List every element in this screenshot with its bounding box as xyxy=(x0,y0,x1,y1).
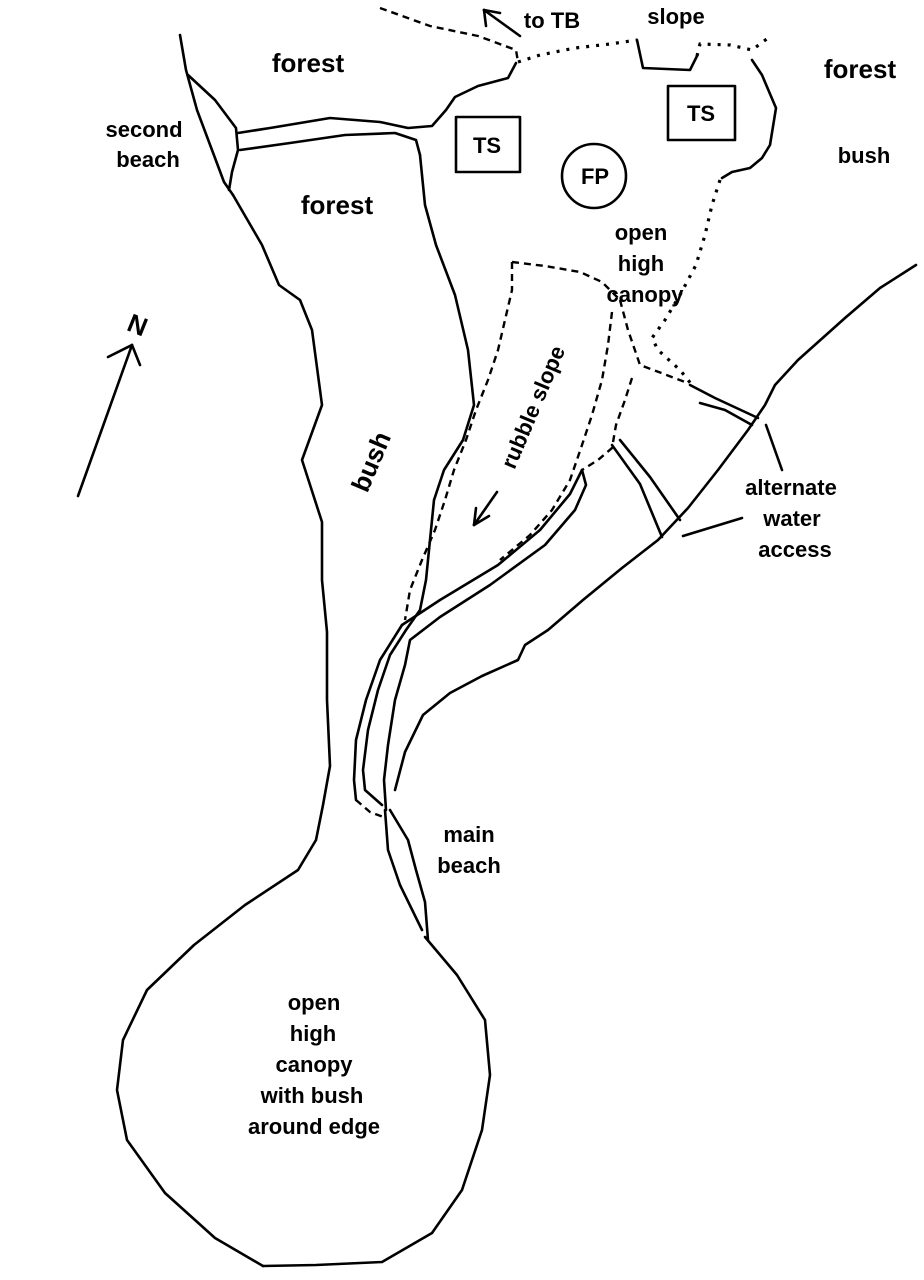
map-labels: to TB slope forest forest forest second … xyxy=(105,4,896,1139)
west-shoreline xyxy=(178,33,235,197)
rubble-slope-mid xyxy=(499,311,614,561)
alt-water-trail-east xyxy=(618,438,682,522)
label-clearing-5: around edge xyxy=(248,1114,380,1139)
alt-water-trail-north-a xyxy=(688,383,760,420)
alt-water-trail-north-b xyxy=(698,401,754,427)
campsite-northeast-edge xyxy=(695,36,769,57)
label-tent-site-right: TS xyxy=(687,101,715,126)
label-alt-water-3: access xyxy=(758,537,831,562)
label-fire-pit: FP xyxy=(581,164,609,189)
bush-east-edge xyxy=(361,153,476,807)
canopy-east-edge xyxy=(650,179,722,386)
rubble-slope-inner xyxy=(581,377,634,472)
label-forest-center: forest xyxy=(301,190,374,220)
label-bush-center: bush xyxy=(345,427,397,496)
main-beach-west xyxy=(383,808,424,932)
main-trail-west xyxy=(352,623,404,802)
label-canopy-2: high xyxy=(618,251,664,276)
bush-west-edge xyxy=(115,193,332,1268)
label-clearing-3: canopy xyxy=(275,1052,353,1077)
map-boundaries xyxy=(115,33,918,1268)
clearing-east-edge xyxy=(261,935,492,1268)
tent-site-left xyxy=(454,115,522,174)
label-tent-site-left: TS xyxy=(473,133,501,158)
main-beach-east xyxy=(388,808,430,942)
label-main-beach-2: beach xyxy=(437,853,501,878)
slope-notch xyxy=(635,38,699,72)
second-beach-trail-south xyxy=(238,131,422,157)
label-main-beach-1: main xyxy=(443,822,494,847)
alt-water-pointer-1 xyxy=(764,423,784,472)
label-rubble-slope: rubble slope xyxy=(496,342,570,472)
fire-pit xyxy=(560,142,628,210)
map-dashed-boundaries xyxy=(355,6,769,820)
main-trail-east xyxy=(382,468,588,812)
main-trail-spur xyxy=(400,468,584,627)
trail-to-tb xyxy=(379,6,520,63)
label-canopy-3: canopy xyxy=(606,282,684,307)
label-slope: slope xyxy=(647,4,704,29)
label-canopy-1: open xyxy=(615,220,668,245)
second-beach-edge xyxy=(186,73,240,192)
map-symbols xyxy=(76,8,737,527)
east-shoreline xyxy=(393,263,918,792)
label-to-tb: to TB xyxy=(524,8,580,33)
label-second-beach-1: second xyxy=(105,117,182,142)
alt-water-trail-west xyxy=(610,443,664,539)
main-beach-gap xyxy=(355,799,387,820)
east-forest-edge xyxy=(720,58,778,180)
second-beach-trail-north xyxy=(236,61,518,135)
to-tb-arrow xyxy=(482,8,522,38)
label-bush-right: bush xyxy=(838,143,891,168)
label-forest-top: forest xyxy=(272,48,345,78)
label-alt-water-2: water xyxy=(762,506,821,531)
campsite-north-edge xyxy=(517,38,638,64)
label-clearing-1: open xyxy=(288,990,341,1015)
label-second-beach-2: beach xyxy=(116,147,180,172)
label-forest-right: forest xyxy=(824,54,897,84)
alt-water-pointer-2 xyxy=(681,516,744,538)
label-north: N xyxy=(123,308,152,343)
rubble-slope-east-edge xyxy=(618,299,686,384)
rubble-slope-north-edge xyxy=(511,260,621,301)
label-clearing-4: with bush xyxy=(260,1083,364,1108)
tent-site-right xyxy=(666,84,737,142)
label-alt-water-1: alternate xyxy=(745,475,837,500)
rubble-slope-arrow xyxy=(472,490,499,527)
label-clearing-2: high xyxy=(290,1021,336,1046)
north-arrow-icon xyxy=(76,343,142,498)
rubble-slope-west-edge xyxy=(403,262,514,621)
